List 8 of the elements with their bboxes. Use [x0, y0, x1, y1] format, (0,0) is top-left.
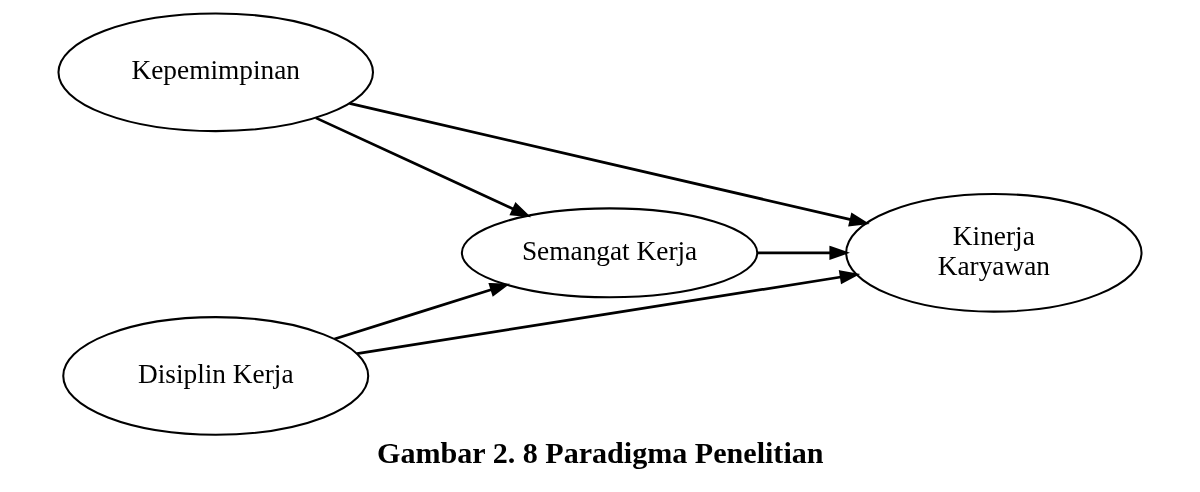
node-ellipse: Disiplin Kerja [62, 316, 370, 436]
node-ellipse: Kepemimpinan [57, 12, 375, 133]
arrow [356, 270, 861, 355]
caption: Gambar 2. 8 Paradigma Penelitian [377, 435, 824, 470]
arrow [349, 102, 870, 227]
arrow [757, 245, 850, 261]
arrow [334, 283, 511, 341]
arrow [315, 116, 532, 218]
